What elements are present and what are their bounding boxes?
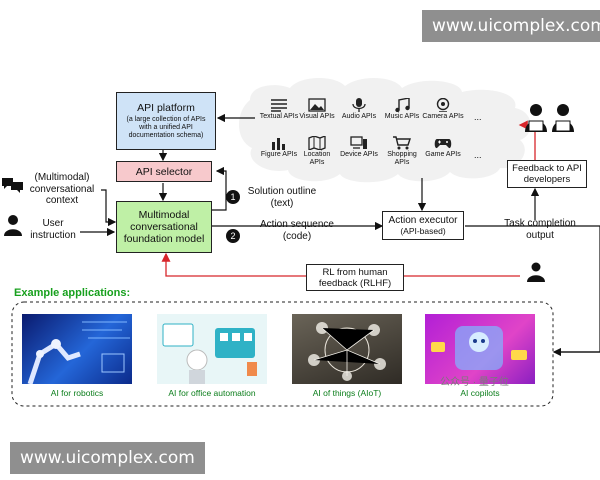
music-notes-icon	[395, 98, 410, 112]
webcam-icon	[436, 98, 450, 112]
api-platform-box: API platform (a large collection of APIs…	[116, 92, 216, 150]
office-automation-image	[157, 314, 267, 384]
copilots-image	[425, 314, 535, 384]
image-icon	[308, 98, 326, 112]
api-label: Textual APIs	[259, 113, 299, 120]
human-feedback-icon	[527, 262, 545, 287]
api-label: Game APIs	[425, 151, 461, 158]
feedback-devs-box: Feedback to API developers	[507, 160, 587, 188]
api-music: Music APIs	[381, 98, 423, 121]
caption-office: AI for office automation	[168, 388, 256, 398]
step-2-badge: 2	[226, 229, 240, 243]
map-icon	[308, 136, 326, 150]
user-icon	[4, 214, 22, 241]
api-platform-title: API platform	[137, 102, 195, 114]
instruction-label: User instruction	[30, 218, 76, 241]
developer-icons	[523, 102, 579, 139]
api-selector-box: API selector	[116, 161, 212, 182]
foundation-model-box: Multimodal conversational foundation mod…	[116, 201, 212, 253]
api-audio: Audio APIs	[338, 98, 380, 121]
rlhf-box: RL from human feedback (RLHF)	[306, 264, 404, 291]
game-controller-icon	[434, 139, 452, 149]
caption-copilots: AI copilots	[460, 388, 500, 398]
api-location: Location APIs	[296, 136, 338, 167]
aiot-image	[292, 314, 402, 384]
text-lines-icon	[271, 99, 287, 112]
watermark-bottom: www.uicomplex.com	[10, 442, 205, 474]
caption-aiot: AI of things (AIoT)	[312, 388, 382, 398]
watermark-top: www.uicomplex.com	[422, 10, 600, 42]
examples-dashed-area	[11, 301, 554, 407]
api-label: Visual APIs	[299, 113, 335, 120]
robotics-image	[22, 314, 132, 384]
api-camera: Camera APIs	[422, 98, 464, 121]
api-label: Location APIs	[303, 151, 331, 166]
caption-robotics: AI for robotics	[50, 388, 104, 398]
context-label: (Multimodal) conversational context	[29, 172, 95, 206]
api-label: Audio APIs	[341, 113, 377, 120]
api-visual: Visual APIs	[296, 98, 338, 121]
api-row2-ellipsis: ...	[474, 150, 482, 160]
microphone-icon	[352, 98, 366, 112]
action-executor-title: Action executor	[388, 214, 458, 226]
action-executor-subtitle: (API-based)	[400, 225, 446, 236]
step-1-badge: 1	[226, 190, 240, 204]
api-game: Game APIs	[422, 136, 464, 159]
task-completion-label: Task completion output	[504, 218, 576, 241]
api-platform-description: (a large collection of APIs with a unifi…	[126, 116, 206, 139]
api-label: Figure APIs	[260, 151, 298, 158]
api-figure: Figure APIs	[258, 136, 300, 159]
api-textual: Textual APIs	[258, 98, 300, 121]
chat-bubbles-icon	[2, 176, 24, 199]
examples-heading: Example applications:	[14, 287, 131, 299]
shopping-cart-icon	[393, 136, 411, 150]
wechat-watermark: 公众号 · 量子位	[440, 377, 509, 388]
api-device: Device APIs	[338, 136, 380, 159]
api-label: Camera APIs	[422, 113, 464, 120]
api-label: Music APIs	[384, 113, 420, 120]
api-cloud-shape	[238, 77, 531, 183]
device-icon	[350, 136, 367, 149]
action-executor-box: Action executor (API-based)	[382, 211, 464, 240]
api-label: Device APIs	[340, 151, 378, 158]
api-shopping: Shopping APIs	[381, 136, 423, 167]
api-label: Shopping APIs	[387, 151, 417, 166]
bar-chart-icon	[272, 138, 285, 150]
api-row1-ellipsis: ...	[474, 112, 482, 122]
solution-outline-label: Solution outline (text)	[247, 186, 317, 209]
action-sequence-label: Action sequence (code)	[260, 219, 334, 242]
